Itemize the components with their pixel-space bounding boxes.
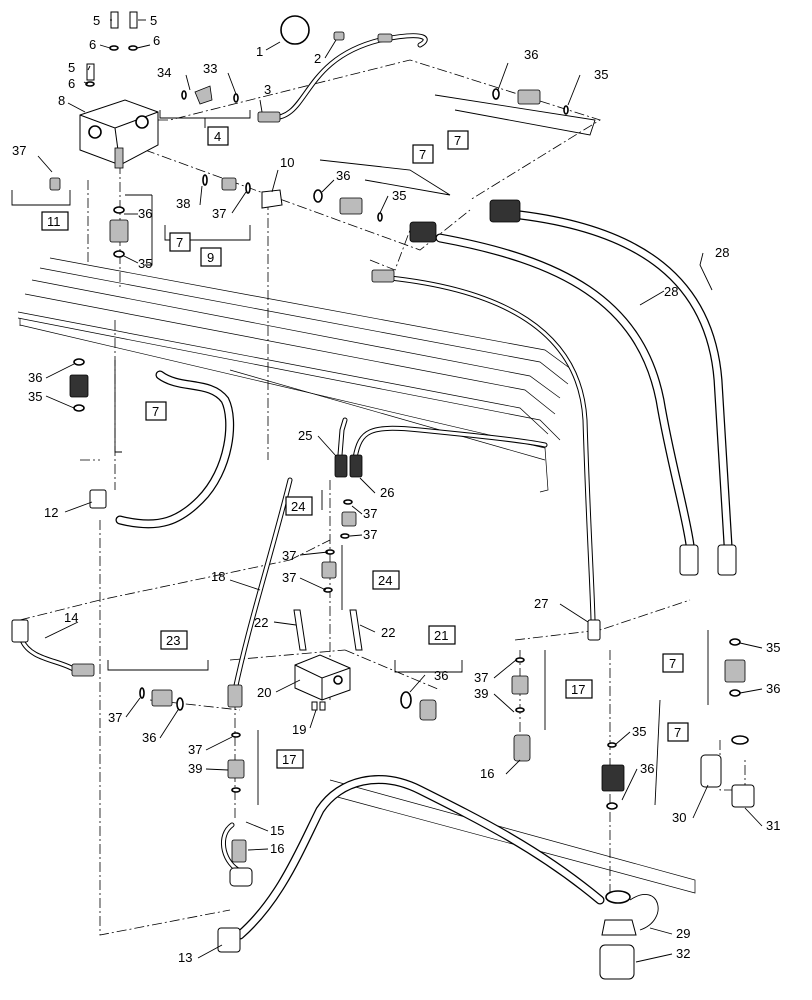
callout-15: 15 [270, 823, 284, 838]
callout-37b: 37 [212, 206, 226, 221]
callout-36c: 36 [138, 206, 152, 221]
callout-35c: 35 [138, 256, 152, 271]
callout-18: 18 [211, 569, 225, 584]
hoses [19, 33, 733, 940]
callout-36d: 36 [28, 370, 42, 385]
callout-36g: 36 [766, 681, 780, 696]
callout-36a: 36 [524, 47, 538, 62]
callout-19: 19 [292, 722, 306, 737]
boxed-ref-4: 4 [214, 129, 221, 144]
callout-35b: 35 [392, 188, 406, 203]
callout-35f: 35 [632, 724, 646, 739]
callout-35a: 35 [594, 67, 608, 82]
callout-31: 31 [766, 818, 780, 833]
boxed-ref-7f: 7 [674, 725, 681, 740]
boxed-ref-11: 11 [47, 214, 61, 229]
callout-2: 2 [314, 51, 321, 66]
callout-26: 26 [380, 485, 394, 500]
leader-lines [37, 19, 763, 963]
callout-27: 27 [534, 596, 548, 611]
callout-37g: 37 [108, 710, 122, 725]
callout-6a: 6 [89, 37, 96, 52]
callout-16a: 16 [480, 766, 494, 781]
callout-10: 10 [280, 155, 294, 170]
callout-labels: 1 2 3 5 5 5 6 6 6 8 33 34 36 35 37 10 36… [12, 13, 780, 965]
callout-37e: 37 [282, 548, 296, 563]
callout-37c: 37 [363, 506, 377, 521]
callout-36e: 36 [434, 668, 448, 683]
boxed-ref-7e: 7 [669, 656, 676, 671]
callout-36f: 36 [142, 730, 156, 745]
boxed-ref-23: 23 [166, 633, 180, 648]
callout-13: 13 [178, 950, 192, 965]
boxed-ref-24a: 24 [291, 499, 305, 514]
callout-36b: 36 [336, 168, 350, 183]
callout-5c: 5 [68, 60, 75, 75]
callout-1: 1 [256, 44, 263, 59]
boxed-ref-7b: 7 [454, 133, 461, 148]
boxed-ref-7d: 7 [152, 404, 159, 419]
callout-37h: 37 [188, 742, 202, 757]
parts [11, 11, 755, 980]
callout-32: 32 [676, 946, 690, 961]
boxed-ref-17b: 17 [571, 682, 585, 697]
callout-25: 25 [298, 428, 312, 443]
group-brackets [11, 94, 709, 806]
callout-5a: 5 [93, 13, 100, 28]
callout-28b: 28 [664, 284, 678, 299]
boxed-ref-7c: 7 [176, 235, 183, 250]
boxed-ref-17a: 17 [282, 752, 296, 767]
callout-34: 34 [157, 65, 171, 80]
callout-22a: 22 [254, 615, 268, 630]
callout-14: 14 [64, 610, 78, 625]
callout-22b: 22 [381, 625, 395, 640]
callout-30: 30 [672, 810, 686, 825]
callout-28a: 28 [715, 245, 729, 260]
callout-12: 12 [44, 505, 58, 520]
callout-3: 3 [264, 82, 271, 97]
callout-38: 38 [176, 196, 190, 211]
callout-29: 29 [676, 926, 690, 941]
callout-39b: 39 [474, 686, 488, 701]
callout-36h: 36 [640, 761, 654, 776]
callout-35e: 35 [766, 640, 780, 655]
callout-6c: 6 [68, 76, 75, 91]
callout-39a: 39 [188, 761, 202, 776]
callout-35d: 35 [28, 389, 42, 404]
boxed-ref-7a: 7 [419, 147, 426, 162]
callout-37a: 37 [12, 143, 26, 158]
callout-37d: 37 [363, 527, 377, 542]
callout-20: 20 [257, 685, 271, 700]
callout-37i: 37 [474, 670, 488, 685]
boxed-ref-9: 9 [207, 250, 214, 265]
boxed-ref-21: 21 [434, 628, 448, 643]
callout-33: 33 [203, 61, 217, 76]
callout-16b: 16 [270, 841, 284, 856]
boxed-ref-24b: 24 [378, 573, 392, 588]
boxed-references: 4 7 7 11 7 9 7 24 24 23 21 17 17 7 7 [41, 126, 689, 769]
callout-6b: 6 [153, 33, 160, 48]
callout-37f: 37 [282, 570, 296, 585]
callout-8: 8 [58, 93, 65, 108]
callout-5b: 5 [150, 13, 157, 28]
